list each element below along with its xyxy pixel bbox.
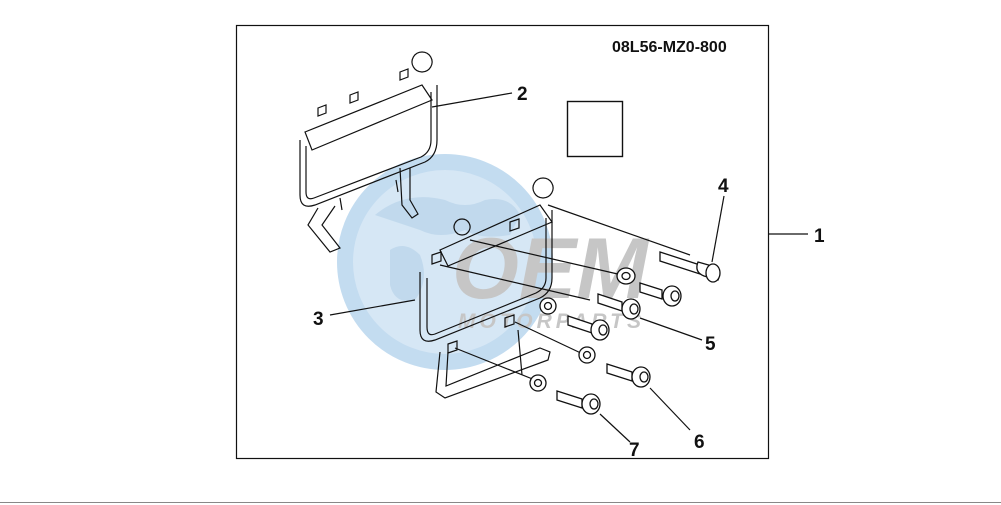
empty-box <box>566 100 624 158</box>
callout-5: 5 <box>705 334 716 355</box>
washer-5 <box>539 297 557 315</box>
bolt-4b <box>639 282 682 307</box>
watermark-logo: OEM MOTORPARTS <box>337 154 650 370</box>
bracket-lower <box>419 177 554 399</box>
bolt-5b <box>567 315 610 341</box>
bolt-7 <box>556 390 601 415</box>
bolt-5 <box>597 293 641 320</box>
bolt-4 <box>659 251 721 283</box>
bracket-upper <box>299 51 438 253</box>
diagram-frame <box>235 24 770 460</box>
callout-6: 6 <box>694 432 705 453</box>
assembly-lines <box>439 204 691 381</box>
callout-2: 2 <box>517 84 528 105</box>
callout-3: 3 <box>313 309 324 330</box>
callout-4: 4 <box>718 176 729 197</box>
callout-leaders <box>329 92 808 443</box>
washer-4 <box>616 267 636 285</box>
bolt-6 <box>606 363 651 388</box>
part-number: 08L56-MZ0-800 <box>612 39 727 56</box>
callout-1: 1 <box>814 226 825 247</box>
washer-7 <box>529 374 547 392</box>
callout-7: 7 <box>629 440 640 461</box>
washer-6 <box>578 346 596 364</box>
